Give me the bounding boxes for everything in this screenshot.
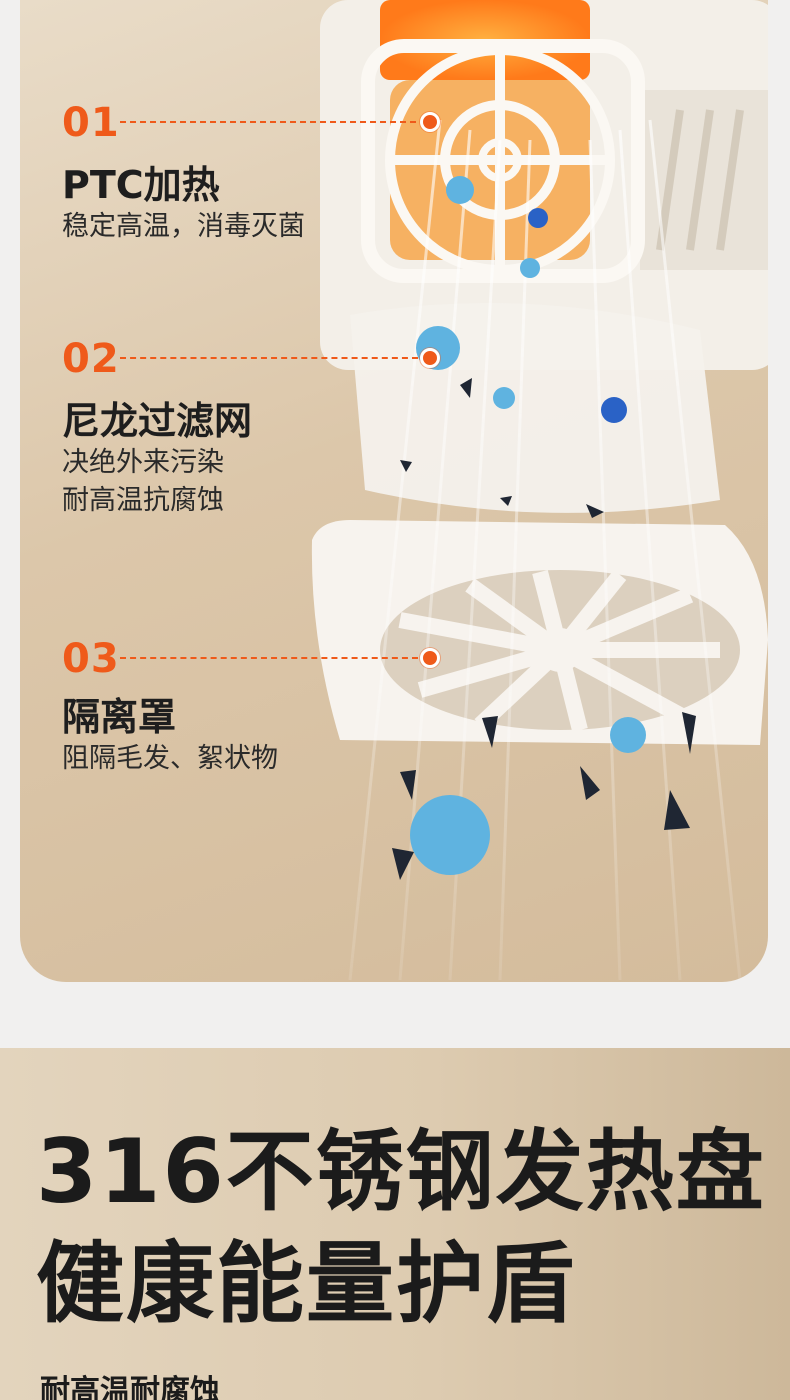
headline-line-1: 316不锈钢发热盘 bbox=[36, 1120, 766, 1223]
headline-banner: 316不锈钢发热盘 健康能量护盾 耐高温耐腐蚀 bbox=[0, 1048, 790, 1400]
feature-desc-02-line1: 决绝外来污染 bbox=[62, 447, 224, 478]
debris-particles bbox=[392, 378, 696, 880]
feature-02: 尼龙过滤网 决绝外来污染 耐高温抗腐蚀 bbox=[62, 398, 252, 520]
headline-line-2: 健康能量护盾 bbox=[36, 1232, 577, 1335]
feature-desc-03-line1: 阻隔毛发、絮状物 bbox=[62, 743, 278, 774]
virus-particles bbox=[410, 176, 646, 875]
marker-dot-03 bbox=[420, 648, 440, 668]
headline-subline: 耐高温耐腐蚀 bbox=[40, 1374, 220, 1400]
feature-title-01: PTC加热 bbox=[62, 163, 220, 207]
feature-number-01: 01 bbox=[62, 100, 120, 146]
leader-line-03 bbox=[120, 657, 418, 659]
feature-03: 隔离罩 阻隔毛发、絮状物 bbox=[62, 694, 278, 778]
feature-number-02: 02 bbox=[62, 336, 120, 382]
feature-title-03: 隔离罩 bbox=[62, 695, 177, 739]
product-illustration bbox=[311, 0, 768, 981]
marker-dot-02 bbox=[420, 348, 440, 368]
feature-card: 01 PTC加热 稳定高温，消毒灭菌 02 尼龙过滤网 决绝外来污染 耐高温抗腐… bbox=[20, 0, 768, 982]
feature-desc-01-line1: 稳定高温，消毒灭菌 bbox=[62, 211, 305, 242]
ptc-grille bbox=[361, 39, 645, 283]
nylon-filter bbox=[350, 303, 720, 513]
isolation-cover bbox=[311, 520, 768, 745]
leader-line-01 bbox=[120, 121, 426, 123]
feature-number-03: 03 bbox=[62, 636, 120, 682]
feature-desc-02-line2: 耐高温抗腐蚀 bbox=[62, 485, 224, 516]
marker-dot-01 bbox=[420, 112, 440, 132]
feature-01: PTC加热 稳定高温，消毒灭菌 bbox=[62, 162, 305, 246]
leader-line-02 bbox=[120, 357, 418, 359]
feature-title-02: 尼龙过滤网 bbox=[62, 399, 253, 443]
